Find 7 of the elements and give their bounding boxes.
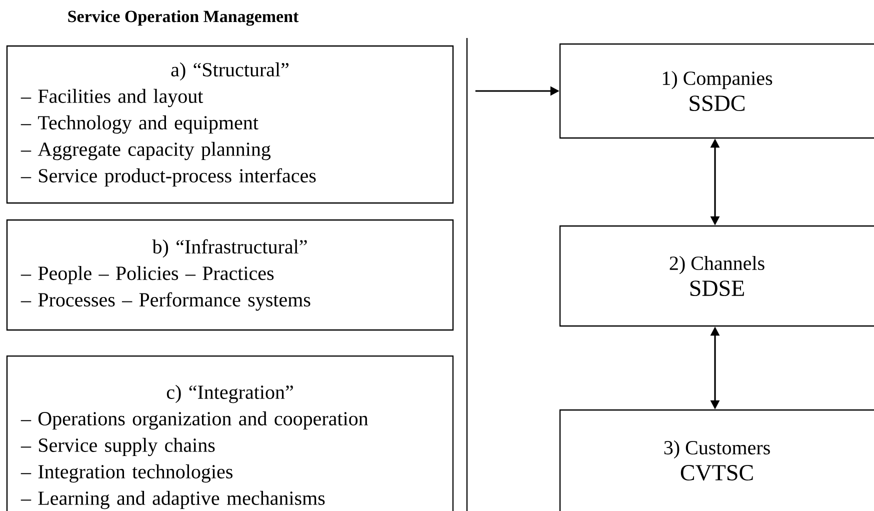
text-box: a) “Structural” – Facilities and layout – Technology and equipment – Aggregate capacity planning – Service product-process interfaces [6,45,454,204]
title: Service Operation Management [68,10,299,26]
text-box: 3) Customers CVTSC [559,409,874,511]
text-box: 1) Companies SSDC [559,43,874,139]
text-box: 2) Channels SDSE [559,225,874,327]
text-box: b) “Infrastructural” – People – Policies – Practices – Processes – Performance systems [6,219,454,331]
text-box: c) “Integration” – Operations organization and cooperation – Service supply chains – Integration technologies – Learning and adaptive mechanisms [6,355,454,511]
